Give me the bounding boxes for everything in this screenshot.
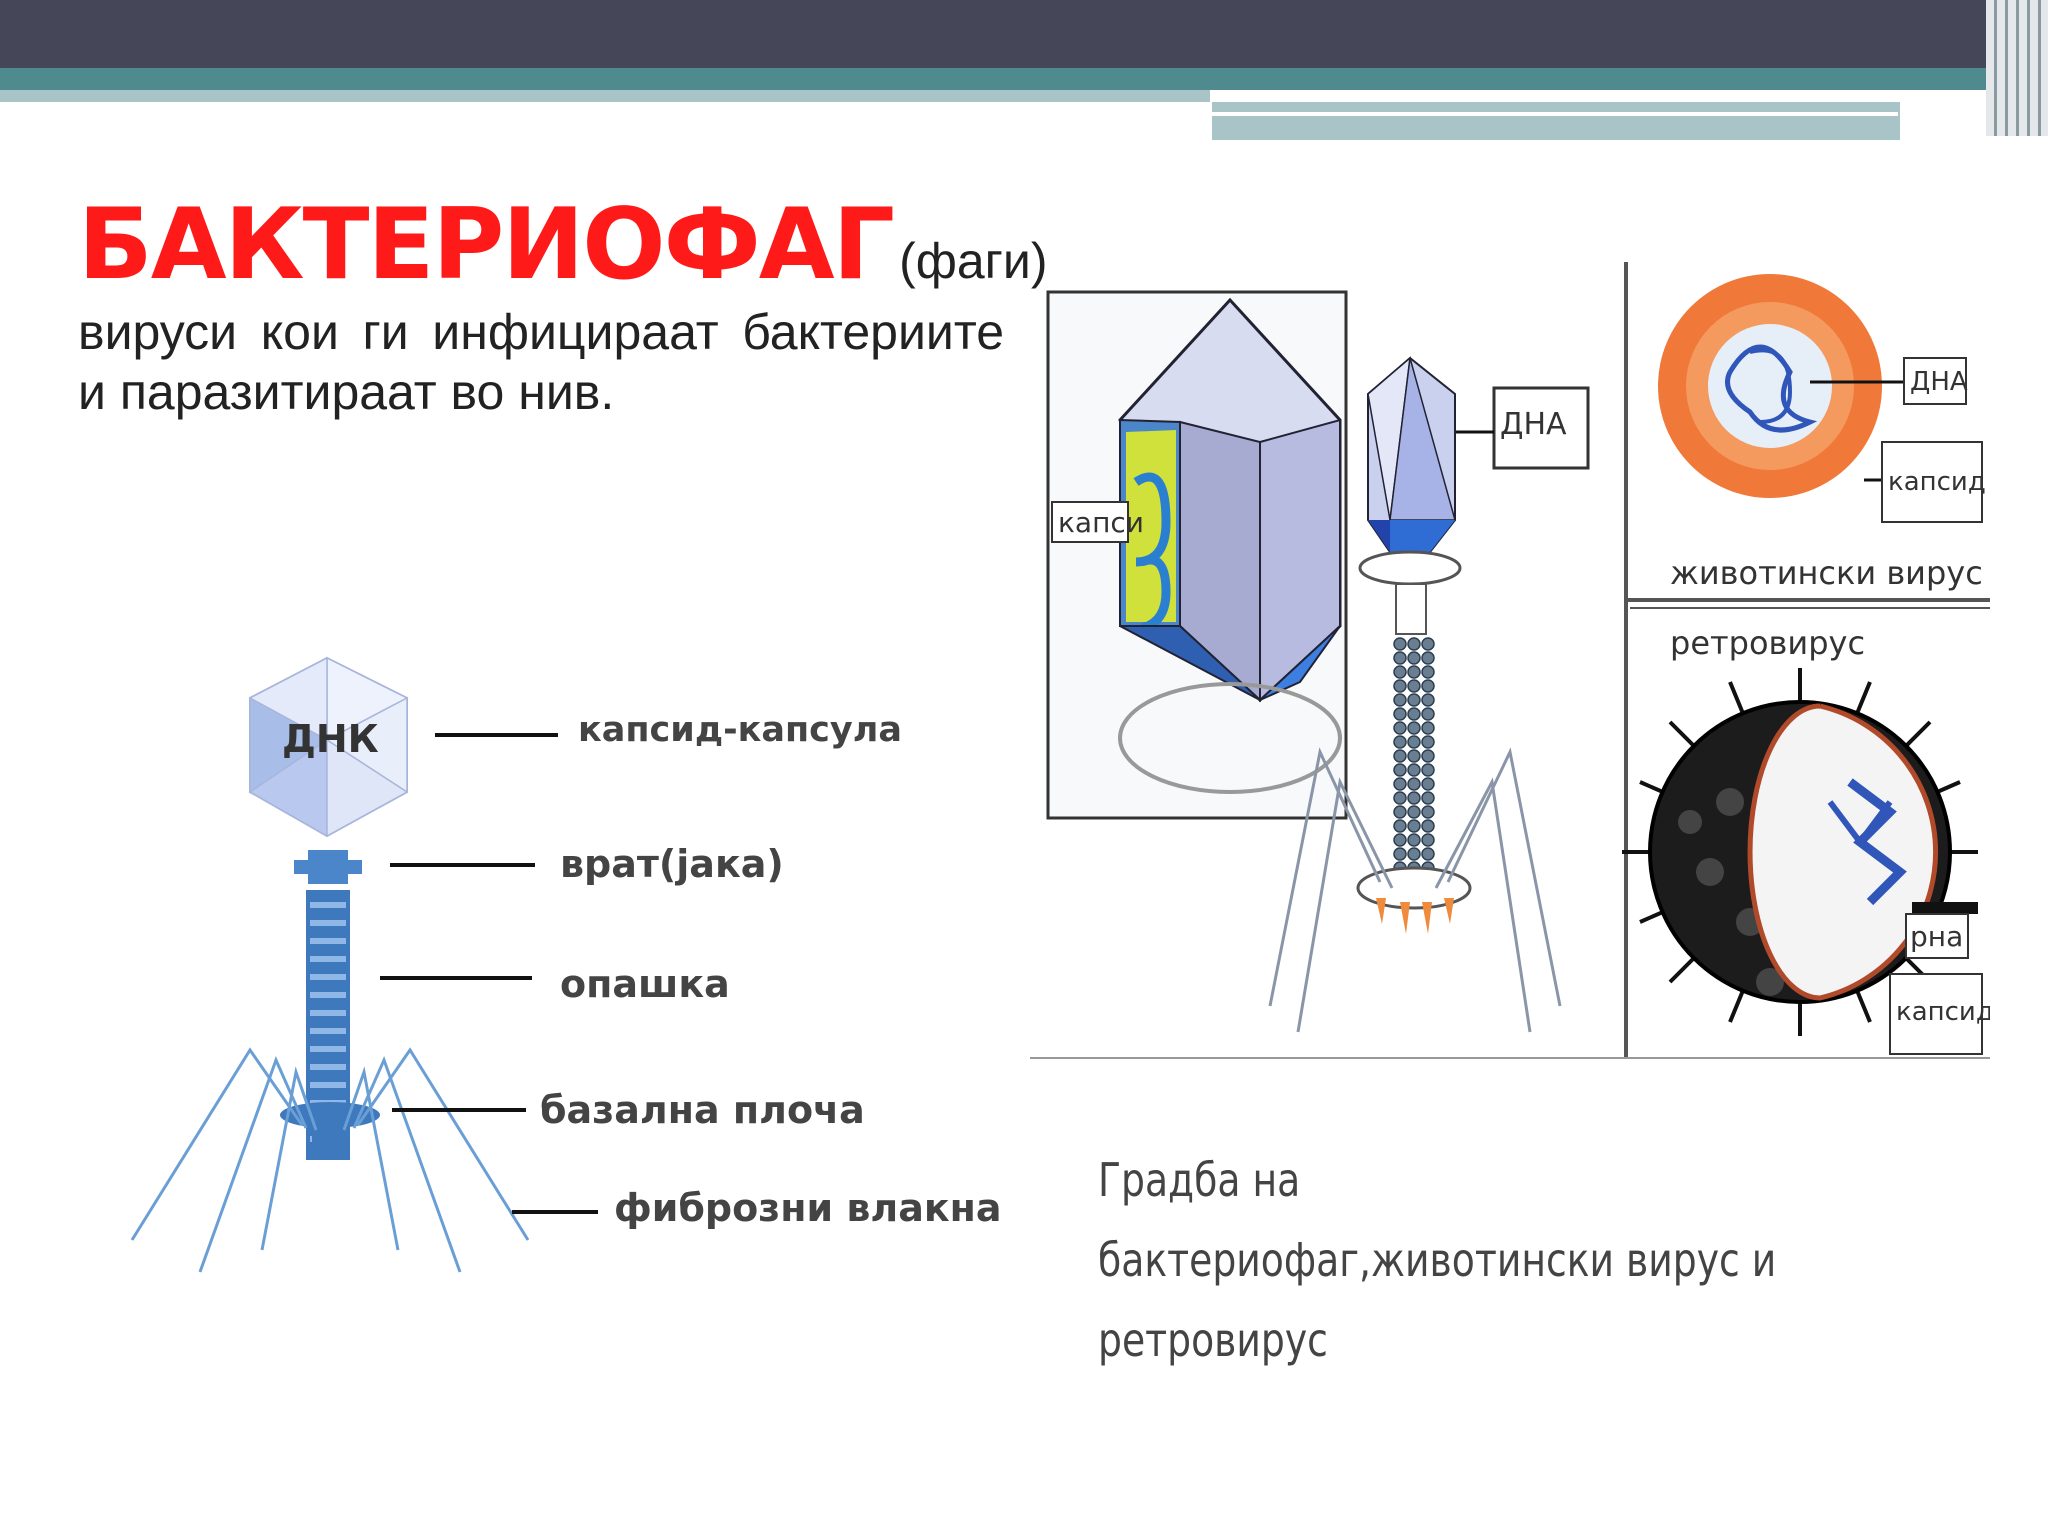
label-tail-fibers: фиброзни влакна — [614, 1186, 1002, 1230]
animal-virus-dna-label-box — [1903, 357, 1967, 405]
top-band-line — [1212, 112, 1898, 116]
phage-small — [1268, 356, 1562, 1033]
title-block: БАКТЕРИОФАГ(фаги) вируси кои ги инфицира… — [78, 196, 1048, 422]
label-capsid-capsule: капсид-капсула — [578, 710, 902, 750]
label-base-plate: базална плоча — [540, 1088, 865, 1132]
zoomed-capsid — [1118, 297, 1342, 794]
retrovirus-caption: ретровирус — [1670, 624, 1865, 662]
phage-dna-label: ДНА — [1500, 407, 1567, 442]
virus-comparison-diagram: капси — [1030, 262, 1990, 1059]
tail-fibers — [130, 1047, 530, 1273]
animal-virus-capsid-label: капсид — [1888, 467, 1986, 497]
retrovirus-rna-label: рна — [1910, 920, 1963, 953]
retrovirus-capsid-label-box — [1889, 973, 1983, 1055]
head-label-dnk: ДНК — [282, 717, 379, 761]
retrovirus-capsid-label: капсид — [1896, 997, 1990, 1027]
top-band-right — [1212, 102, 1900, 140]
base-plate — [280, 1102, 380, 1128]
figure-caption: Градба на бактериофаг,животински вирус и… — [1098, 1153, 1777, 1367]
label-neck-collar: врат(јака) — [560, 842, 784, 886]
animal-virus — [1658, 274, 1882, 498]
phage-capsid-label: капси — [1058, 506, 1144, 539]
phage-dna-label-box — [1492, 386, 1590, 470]
top-band-dark — [0, 0, 2048, 68]
right-edge-stripes — [1986, 0, 2048, 136]
retrovirus — [1622, 668, 1978, 1036]
top-band-light — [0, 90, 1210, 102]
retrovirus-rna-label-box — [1905, 913, 1969, 959]
capsid-head — [248, 656, 409, 838]
animal-virus-dna-label: ДНА — [1910, 367, 1968, 397]
top-band-teal — [0, 68, 2048, 90]
retrovirus-black-bar — [1912, 902, 1978, 914]
phage-structure-diagram: ДНК — [130, 656, 598, 1273]
animal-virus-capsid-label-box — [1881, 441, 1983, 523]
label-tail: опашка — [560, 962, 730, 1006]
phage-capsid-label-box — [1051, 501, 1129, 543]
animal-virus-caption: животински вирус — [1670, 554, 1983, 592]
slide-description: вируси кои ги инфицираат бактериите и па… — [78, 304, 1004, 420]
slide-title: БАКТЕРИОФАГ — [78, 188, 895, 302]
slide-title-suffix: (фаги) — [899, 233, 1048, 289]
